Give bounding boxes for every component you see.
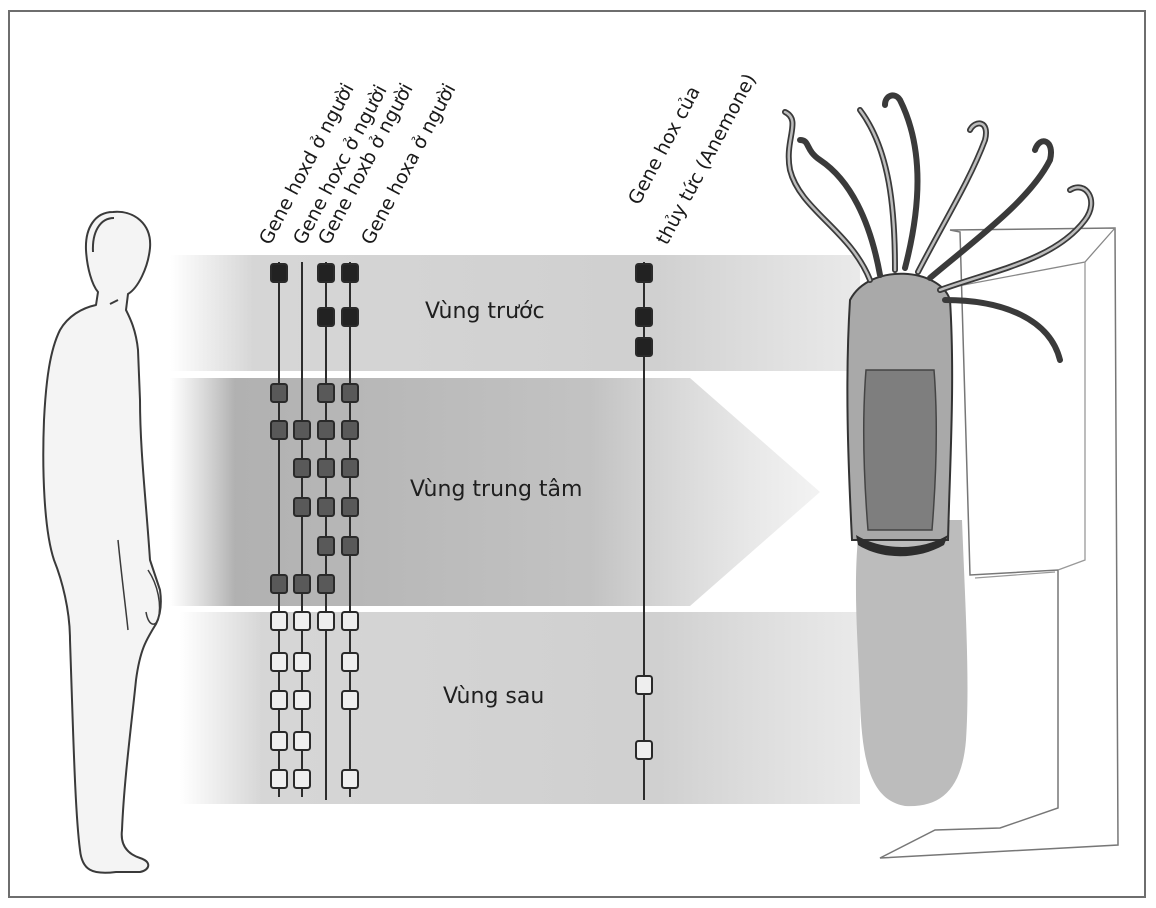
hoxd-gene-box bbox=[271, 732, 287, 750]
human-figure bbox=[43, 212, 160, 873]
anemone-gene-box bbox=[636, 676, 652, 694]
hoxa-gene-box bbox=[342, 537, 358, 555]
hoxb-gene-box bbox=[318, 264, 334, 282]
hoxd-gene-box bbox=[271, 264, 287, 282]
region-posterior-label: Vùng sau bbox=[443, 684, 544, 709]
hoxa-gene-box bbox=[342, 691, 358, 709]
hoxb-gene-box bbox=[318, 384, 334, 402]
hoxc-gene-box bbox=[294, 612, 310, 630]
hoxb-gene-box bbox=[318, 308, 334, 326]
hoxa-gene-box bbox=[342, 459, 358, 477]
hoxc-gene-box bbox=[294, 459, 310, 477]
hoxc-gene-box bbox=[294, 770, 310, 788]
hoxd-gene-box bbox=[271, 575, 287, 593]
hoxb-gene-box bbox=[318, 537, 334, 555]
hoxc-gene-box bbox=[294, 575, 310, 593]
hoxa-gene-box bbox=[342, 653, 358, 671]
region-central-label: Vùng trung tâm bbox=[410, 477, 582, 502]
hoxd-gene-box bbox=[271, 691, 287, 709]
anemone-gene-box bbox=[636, 741, 652, 759]
hoxb-gene-box bbox=[318, 612, 334, 630]
hoxa-gene-box bbox=[342, 770, 358, 788]
hoxb-gene-box bbox=[318, 575, 334, 593]
hoxa-gene-box bbox=[342, 308, 358, 326]
hoxb-gene-box bbox=[318, 459, 334, 477]
anemone-gene-box bbox=[636, 338, 652, 356]
hoxa-gene-box bbox=[342, 384, 358, 402]
region-anterior-label: Vùng trước bbox=[425, 299, 545, 324]
hoxd-gene-box bbox=[271, 612, 287, 630]
hoxa-gene-box bbox=[342, 498, 358, 516]
hoxb-gene-box bbox=[318, 498, 334, 516]
hoxc-gene-box bbox=[294, 691, 310, 709]
hoxd-gene-box bbox=[271, 770, 287, 788]
hoxd-gene-box bbox=[271, 384, 287, 402]
hoxb-gene-box bbox=[318, 421, 334, 439]
hoxc-gene-box bbox=[294, 653, 310, 671]
hoxc-gene-box bbox=[294, 421, 310, 439]
anemone-gene-box bbox=[636, 264, 652, 282]
hoxa-gene-box bbox=[342, 264, 358, 282]
hoxa-gene-box bbox=[342, 612, 358, 630]
hoxd-gene-box bbox=[271, 653, 287, 671]
hoxa-gene-box bbox=[342, 421, 358, 439]
hoxd-gene-box bbox=[271, 421, 287, 439]
hoxc-gene-box bbox=[294, 498, 310, 516]
anemone-gene-box bbox=[636, 308, 652, 326]
hoxc-gene-box bbox=[294, 732, 310, 750]
